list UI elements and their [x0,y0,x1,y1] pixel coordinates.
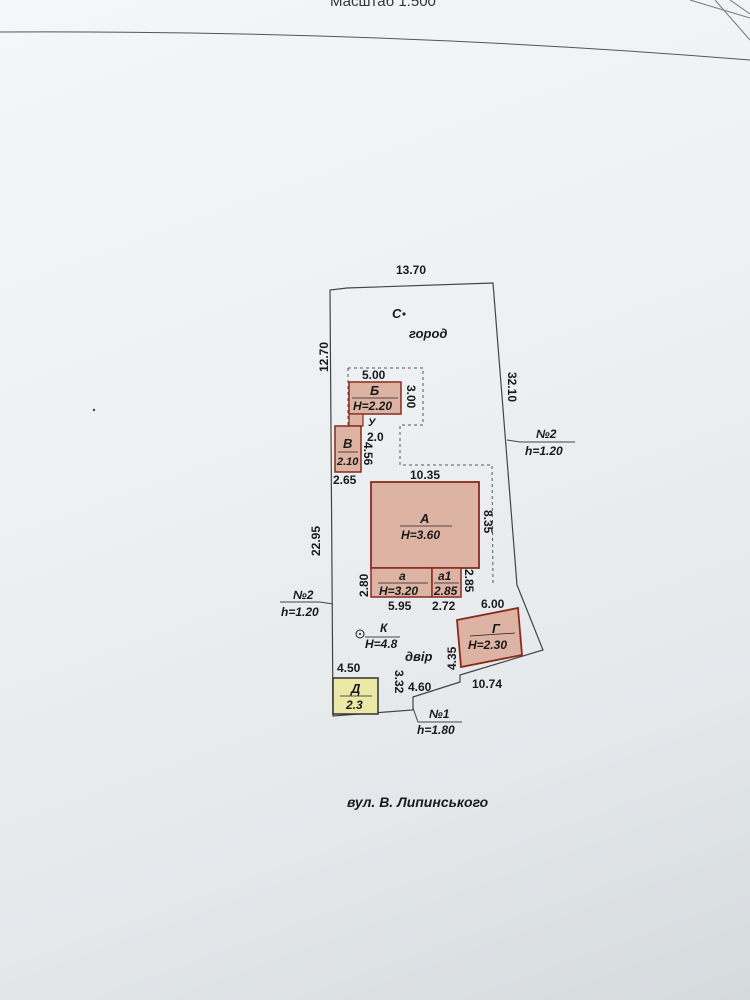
well-dot [359,633,361,635]
fence-bottom-leader [412,707,462,723]
lot-boundary [329,282,544,717]
dim-g-depth: 4.35 [445,646,459,670]
dim-left-upper: 12.70 [317,342,331,372]
scale-label: Масштаб 1:500 [330,0,436,10]
building-d-height: 2.3 [345,698,363,712]
street-label: вул. В. Липинського [347,794,489,810]
building-a1-height: 2.85 [433,584,458,598]
garden-dot [402,312,406,316]
sheet-border-line [0,31,750,61]
building-u-letter: У [368,417,377,429]
fence-left-height: h=1.20 [281,605,319,619]
sheet-corner-line-1 [689,0,750,19]
building-a1 [431,567,462,598]
dashed-outlines [347,367,494,584]
building-a-small-letter: а [399,569,406,583]
dim-a1-width: 2.72 [432,599,456,613]
building-u [348,413,364,427]
dim-bottom-gate: 4.60 [408,680,432,694]
dim-v-depth: 4.56 [361,442,375,466]
dim-a1-depth: 2.85 [462,569,476,593]
fence-right-number: №2 [536,427,557,441]
dim-top-width: 13.70 [396,263,426,277]
building-a-small [370,567,433,598]
dim-a-small-depth: 2.80 [357,573,371,597]
well-height: Н=4.8 [365,637,398,651]
dim-b-depth: 3.00 [404,385,418,409]
building-v-letter: В [343,436,352,451]
building-g [456,606,523,669]
fence-bottom-height: h=1.80 [417,723,455,737]
well-letter: К [380,621,389,635]
dim-g-width: 6.00 [481,597,505,611]
building-d-letter: Д [350,681,361,696]
building-g-height: Н=2.30 [468,638,507,652]
dim-d-depth: 3.32 [392,670,406,694]
yard-label: двір [405,649,433,664]
building-b-letter: Б [370,383,379,398]
building-v-height: 2.10 [336,456,359,468]
fence-bottom-number: №1 [429,707,450,721]
building-a-height: Н=3.60 [401,528,440,542]
garden-label: город [409,326,447,341]
building-a [370,481,480,569]
garden-symbol: С [392,306,402,321]
dim-a-depth: 8.35 [481,510,495,534]
dim-b-width: 5.00 [362,368,386,382]
building-b-height: Н=2.20 [353,399,392,413]
dim-v-width: 2.65 [333,473,357,487]
dim-a-small-width: 5.95 [388,599,412,613]
dim-a-width: 10.35 [410,468,440,482]
building-g-letter: Г [492,621,501,636]
dim-bottom-right: 10.74 [472,677,502,691]
building-a1-letter: а1 [438,569,452,583]
fence-left-leader [280,601,334,605]
stray-dot [92,408,96,412]
building-v [334,425,362,473]
building-a-small-height: Н=3.20 [379,584,418,598]
dim-u-width: 2.0 [367,430,384,444]
fence-right-height: h=1.20 [525,444,563,458]
well-icon [355,629,365,639]
dim-left-lower: 22.95 [309,526,323,556]
sheet-corner-line-2 [714,0,750,41]
dim-right-side: 32.10 [505,372,519,402]
sheet-corner-line-3 [729,0,750,15]
building-g-divider [469,632,516,637]
dim-d-width: 4.50 [337,661,361,675]
fence-right-leader [506,439,575,443]
fence-left-number: №2 [293,588,314,602]
building-a-letter: А [419,511,429,526]
